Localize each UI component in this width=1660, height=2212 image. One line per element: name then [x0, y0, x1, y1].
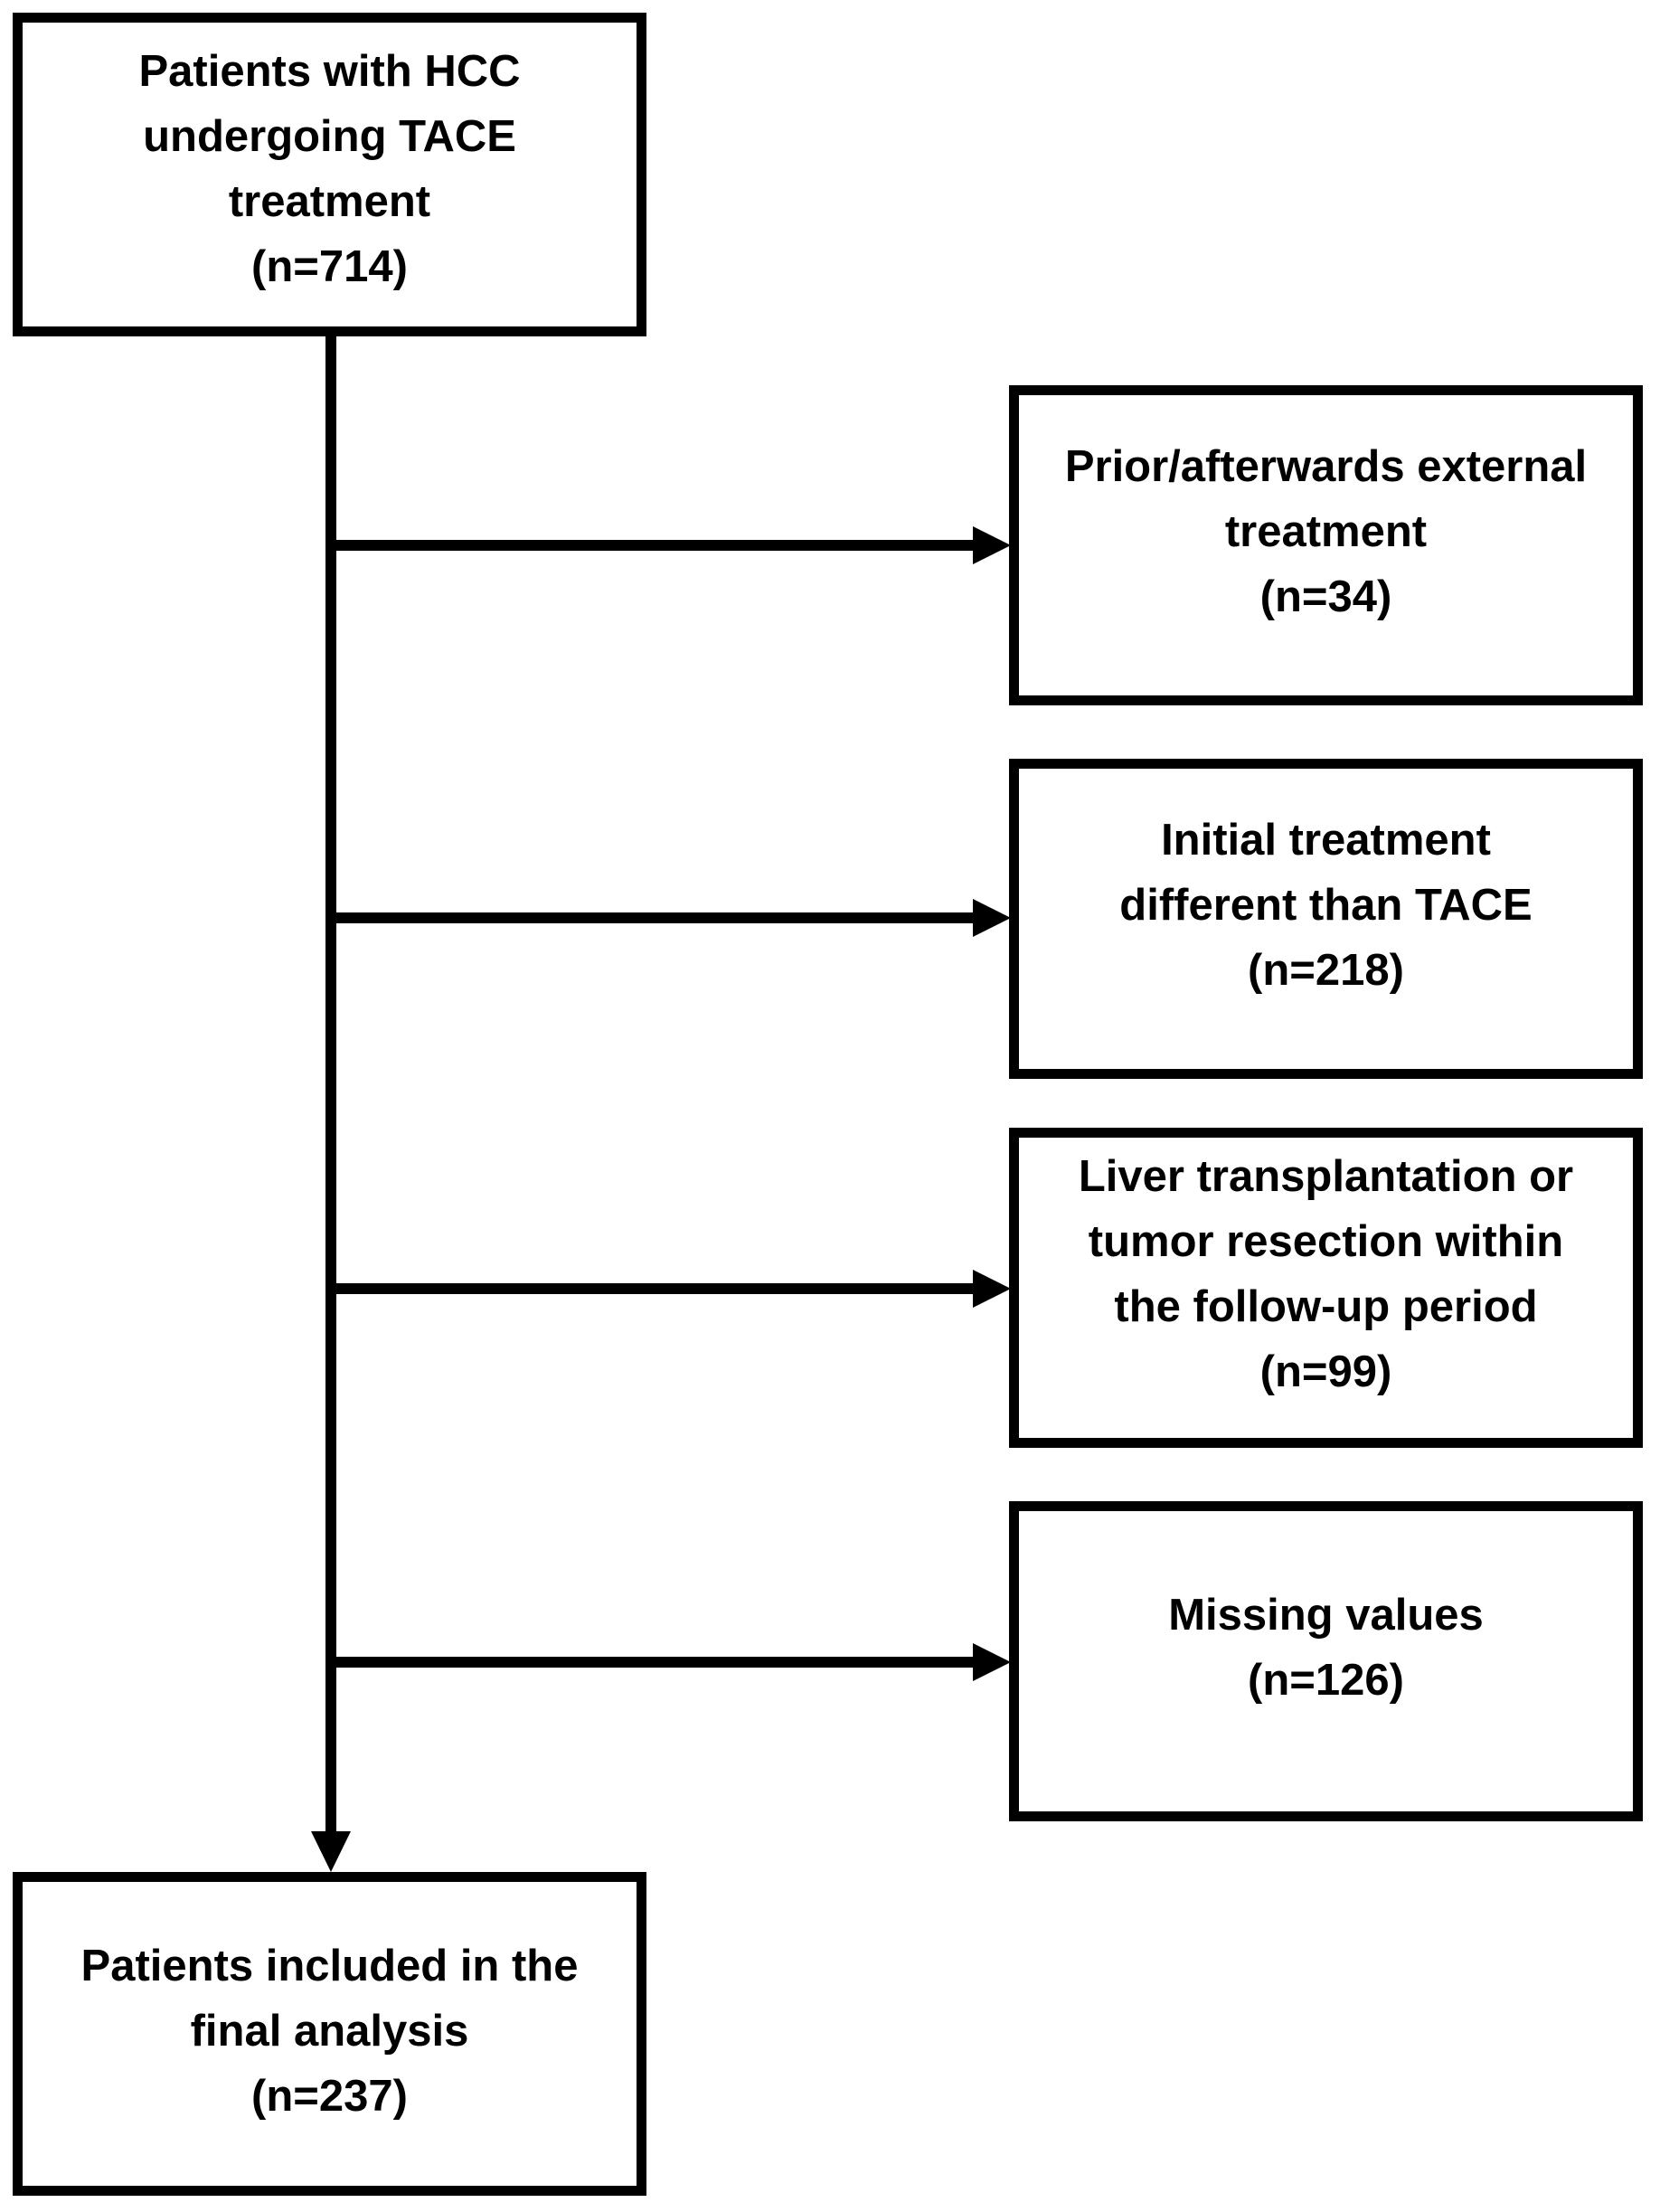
exclusion-2-line-2: different than TACE — [1119, 881, 1533, 930]
final-cohort-count: (n=237) — [251, 2072, 408, 2121]
exclusion-arrowhead-1 — [973, 526, 1011, 564]
initial-cohort-count: (n=714) — [251, 242, 408, 291]
exclusion-1-count: (n=34) — [1259, 572, 1392, 621]
initial-cohort-line-2: undergoing TACE — [143, 112, 516, 161]
exclusion-arrowhead-3 — [973, 1270, 1011, 1308]
final-cohort-line-2: final analysis — [190, 2007, 469, 2056]
final-cohort-line-1: Patients included in the — [80, 1942, 579, 1990]
exclusion-box-missing-values: Missing values (n=126) — [1009, 1501, 1643, 1821]
initial-cohort-line-1: Patients with HCC — [138, 47, 521, 96]
exclusion-3-line-3: the follow-up period — [1114, 1282, 1538, 1331]
exclusion-3-line-2: tumor resection within — [1088, 1217, 1564, 1266]
exclusion-2-line-1: Initial treatment — [1161, 816, 1491, 865]
final-cohort-box: Patients included in the final analysis … — [13, 1872, 646, 2196]
exclusion-box-external-treatment: Prior/afterwards external treatment (n=3… — [1009, 385, 1643, 705]
main-flow-arrowhead — [311, 1831, 351, 1872]
initial-cohort-box: Patients with HCC undergoing TACE treatm… — [13, 13, 646, 336]
exclusion-4-count: (n=126) — [1248, 1656, 1404, 1705]
exclusion-box-initial-treatment: Initial treatment different than TACE (n… — [1009, 759, 1643, 1079]
exclusion-box-transplant-resection: Liver transplantation or tumor resection… — [1009, 1128, 1643, 1448]
exclusion-2-count: (n=218) — [1248, 946, 1404, 995]
exclusion-4-line-1: Missing values — [1168, 1591, 1484, 1640]
exclusion-arrowhead-2 — [973, 899, 1011, 937]
initial-cohort-line-3: treatment — [228, 177, 431, 226]
exclusion-3-line-1: Liver transplantation or — [1078, 1152, 1574, 1201]
exclusion-3-count: (n=99) — [1259, 1347, 1392, 1396]
exclusion-1-line-1: Prior/afterwards external — [1064, 442, 1588, 491]
exclusion-arrowhead-4 — [973, 1643, 1011, 1681]
exclusion-1-line-2: treatment — [1224, 507, 1428, 556]
